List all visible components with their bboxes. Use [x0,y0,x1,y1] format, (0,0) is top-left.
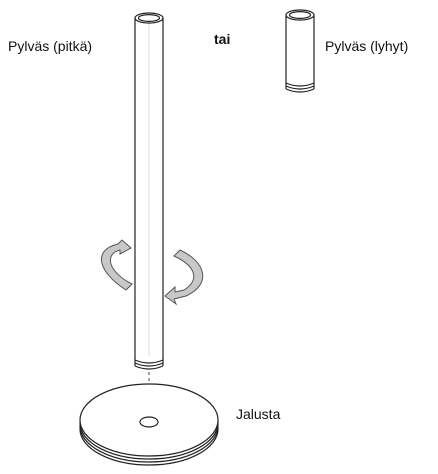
short-pole [285,9,315,93]
or-label: tai [214,31,231,47]
base-center-hole [139,416,159,428]
long-pole [134,12,164,370]
long-pole-label: Pylväs (pitkä) [8,38,93,54]
rotation-arrows [101,239,204,306]
rotate-arrow-left [101,239,133,291]
base-disc [79,383,219,466]
short-pole-label: Pylväs (lyhyt) [325,38,409,54]
rotate-arrow-right [164,249,204,306]
base-label: Jalusta [236,406,281,422]
